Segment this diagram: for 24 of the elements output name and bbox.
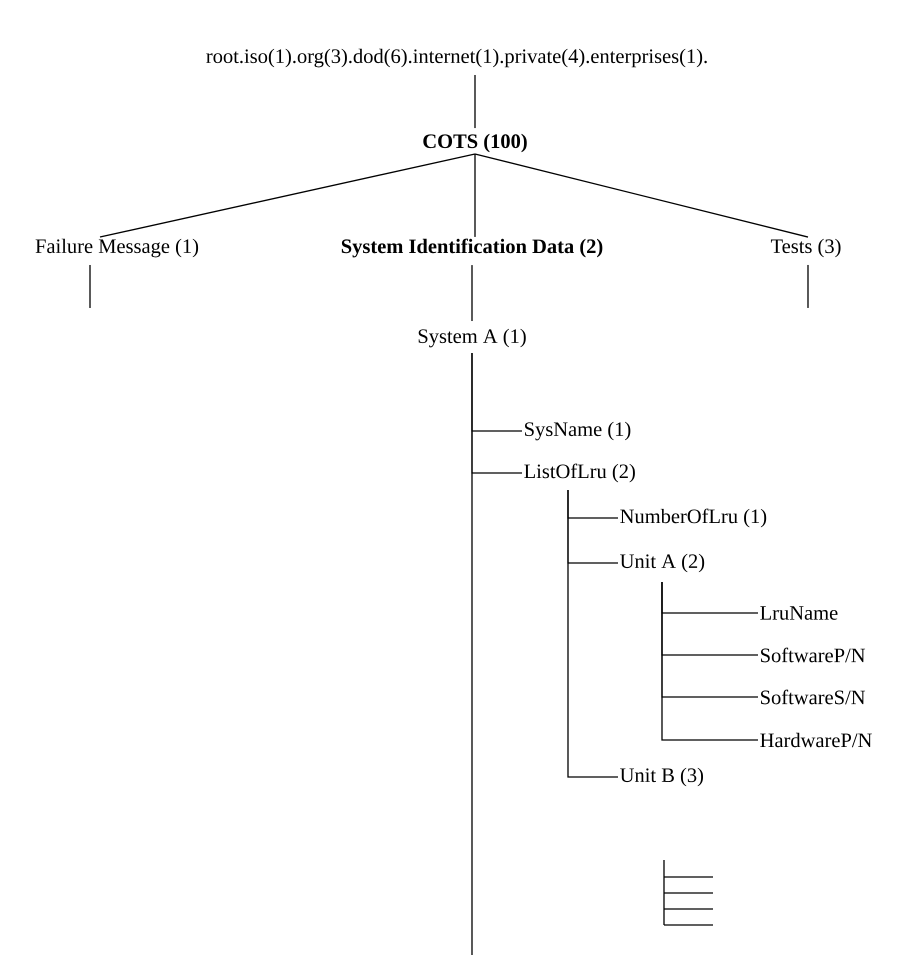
tree-line: [474, 154, 476, 237]
heading-text: System A (1): [418, 328, 526, 348]
tree-line: [471, 352, 473, 955]
tree-label: Unit A (2): [620, 554, 704, 572]
tree-label: LruName: [760, 606, 838, 620]
tree-line: [89, 264, 91, 308]
tree-line: [474, 153, 808, 238]
heading-text: COTS (100): [423, 134, 527, 152]
tree-label: SysName (1): [525, 422, 630, 440]
tree-label: ListOfLru (2): [524, 464, 635, 482]
tree-label: SoftwareS/N: [761, 690, 866, 704]
tree-line: [471, 265, 473, 322]
tree-label: HardwareP/N: [760, 732, 872, 748]
heading-text: root.iso(1).org(3).dod(6).internet(1).private(4).enterprises(1).: [206, 48, 707, 68]
heading-text: System Identification Data (2): [342, 238, 602, 258]
heading-text: Tests (3): [770, 238, 841, 258]
tree-label: SoftwareP/N: [761, 648, 866, 662]
tree-label: Unit B (3): [620, 768, 704, 786]
tree-line: [100, 153, 476, 238]
tree-line: [567, 490, 618, 778]
tree-line: [661, 582, 758, 741]
tree-label: NumberOfLru (1): [620, 508, 766, 528]
tree-line: [807, 264, 809, 308]
heading-text: Failure Message (1): [36, 238, 198, 258]
